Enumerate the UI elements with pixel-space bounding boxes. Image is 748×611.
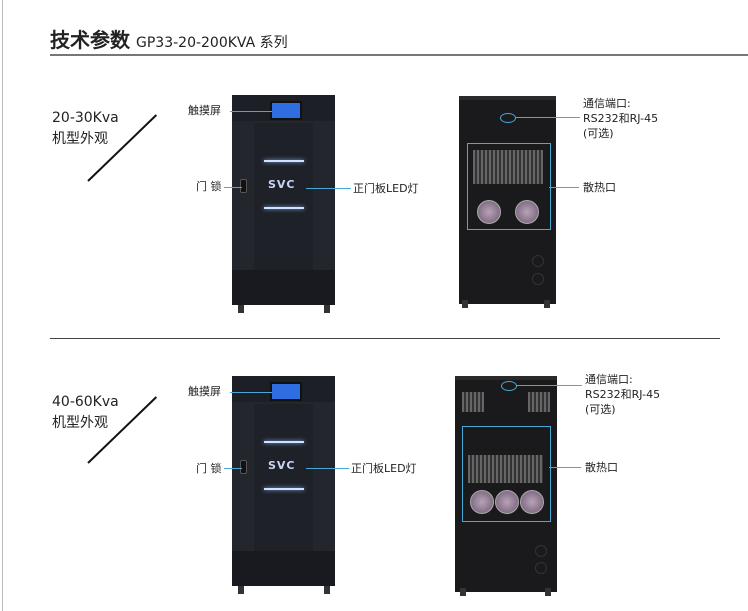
touch-screen — [270, 382, 302, 401]
model-range: 20-30Kva — [52, 110, 119, 126]
brand-logo: SVC — [268, 459, 296, 472]
comm-title: 通信端口: — [585, 373, 633, 386]
back-cabinet-image — [459, 96, 556, 304]
comm-port-marker — [501, 381, 517, 391]
model-caption: 机型外观 — [52, 131, 108, 147]
section-divider — [50, 338, 720, 339]
model-section-2: 40-60Kva 机型外观 — [52, 392, 119, 434]
front-cabinet-image: SVC — [232, 376, 335, 586]
title-underline — [50, 54, 748, 56]
title-bold: 技术参数 — [50, 28, 130, 52]
label-comm-port: 通信端口: RS232和RJ-45 (可选) — [585, 372, 660, 417]
brand-logo: SVC — [268, 178, 296, 191]
door-lock — [240, 460, 247, 474]
label-vent: 散热口 — [583, 181, 616, 194]
door-lock — [240, 179, 247, 193]
label-door-lock: 门 锁 — [196, 180, 222, 193]
page-title: 技术参数 GP33-20-200KVA 系列 — [50, 24, 288, 53]
front-cabinet-image: SVC — [232, 95, 335, 305]
label-door-lock: 门 锁 — [196, 462, 222, 475]
comm-optional: (可选) — [583, 127, 614, 140]
touch-screen — [270, 101, 302, 120]
comm-port-marker — [500, 113, 516, 123]
model-range: 40-60Kva — [52, 394, 119, 410]
label-led: 正门板LED灯 — [351, 462, 417, 475]
label-comm-port: 通信端口: RS232和RJ-45 (可选) — [583, 96, 658, 141]
label-vent: 散热口 — [585, 461, 618, 474]
label-touch-screen: 触摸屏 — [188, 104, 221, 117]
vent-marker — [462, 426, 551, 522]
label-led: 正门板LED灯 — [353, 182, 419, 195]
title-series: GP33-20-200KVA 系列 — [136, 35, 288, 51]
vent-marker — [467, 143, 551, 230]
comm-ports: RS232和RJ-45 — [583, 112, 659, 125]
left-border — [2, 0, 3, 611]
comm-optional: (可选) — [585, 403, 616, 416]
label-touch-screen: 触摸屏 — [188, 385, 221, 398]
comm-title: 通信端口: — [583, 97, 631, 110]
model-section-1: 20-30Kva 机型外观 — [52, 108, 119, 150]
comm-ports: RS232和RJ-45 — [585, 388, 661, 401]
model-caption: 机型外观 — [52, 415, 108, 431]
